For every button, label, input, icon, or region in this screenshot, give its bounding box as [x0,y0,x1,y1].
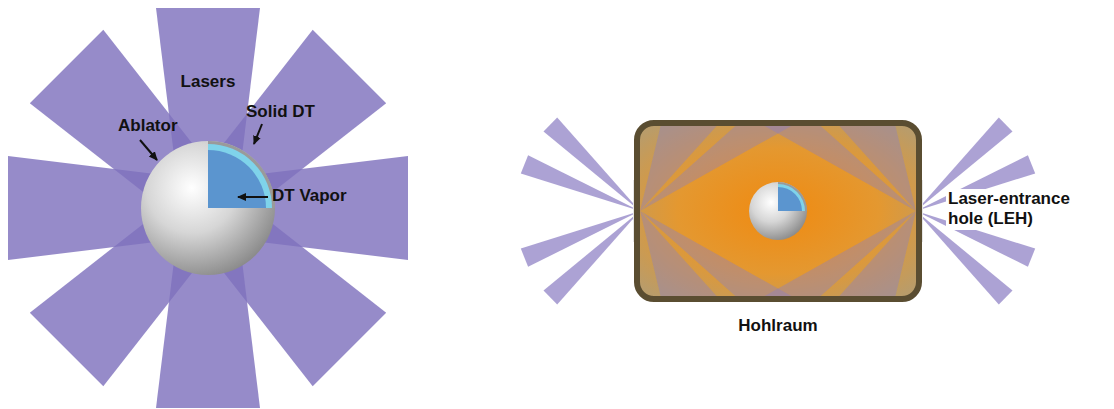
part-label: Laser-entrance hole (LEH) [946,189,1110,230]
inner-beams [640,123,916,299]
ablator-layer [778,182,807,211]
dt-vapor [208,150,266,208]
capsule [141,141,275,275]
laser-beam [201,30,386,215]
laser-beam [544,117,641,211]
laser-beam [544,211,641,305]
ablator-layer [208,141,275,208]
capsule [749,182,807,240]
leader-line [140,140,157,160]
node-heading: Hohlraum [738,316,817,336]
laser-beam [521,155,640,211]
laser-beam [521,211,640,267]
solid-dt-layer [778,184,805,211]
part-label: DT Vapor [272,186,347,206]
dt-vapor [778,187,802,211]
part-label: Lasers [181,72,236,92]
hohlraum-box: Hohlraum [634,120,922,302]
laser-beams [8,8,408,408]
laser-beam [754,123,916,211]
leader-line [238,196,268,198]
part-label: Solid DT [246,102,315,122]
solid-dt-layer [208,144,272,208]
leader-line [254,124,262,144]
part-label: Ablator [118,116,178,136]
